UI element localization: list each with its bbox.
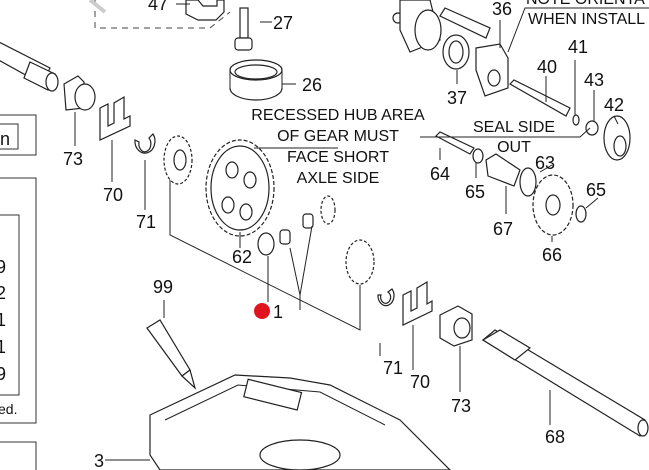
part-71-washer: [134, 133, 156, 154]
red-marker-dot: [254, 303, 270, 319]
part-41-ring: [572, 114, 580, 126]
callout-70: 70: [410, 372, 430, 392]
hub-note-line: OF GEAR MUST: [277, 128, 399, 145]
table-value: 2: [0, 283, 6, 303]
callout-73: 73: [63, 149, 83, 169]
callout-63: 63: [535, 153, 555, 173]
part-pin: [279, 229, 291, 245]
orientation-note-line: NOTE ORIENTA: [526, 0, 645, 8]
callout-27: 27: [273, 13, 293, 33]
part-68-axle: [481, 329, 649, 437]
hub-note-line: FACE SHORT: [287, 149, 389, 166]
part-70-clip: [99, 95, 131, 141]
seal-note-line: SEAL SIDE: [473, 119, 555, 136]
part-left-axle: [0, 41, 59, 92]
part-bevel-gear-right: [345, 239, 375, 285]
callout-47: 47: [148, 0, 168, 14]
hub-note-line: AXLE SIDE: [297, 170, 380, 187]
table-value: 9: [0, 257, 6, 277]
part-36-block: [475, 43, 509, 97]
seal-note: SEAL SIDE OUT: [473, 119, 555, 156]
part-73-bushing: [439, 305, 473, 347]
part-65-washer: [575, 205, 587, 223]
callout-36: 36: [492, 0, 512, 19]
part-26-ring: [229, 59, 283, 101]
hub-note-line: RECESSED HUB AREA: [251, 107, 425, 124]
callout-labels: 47 27 26 73 70 71 62 1 99 3 71 70 73 68 …: [63, 0, 624, 470]
callout-65: 65: [586, 180, 606, 200]
side-table: n 9 2 1 1 9 ed.: [0, 114, 37, 470]
part-3-housing: [149, 374, 451, 470]
callout-40: 40: [537, 57, 557, 77]
part-99-tube: [146, 319, 197, 390]
part-70-clip: [402, 280, 433, 326]
callout-65: 65: [465, 182, 485, 202]
part-upper-cylinder: [392, 0, 491, 53]
callout-43: 43: [584, 70, 604, 90]
table-footnote: ed.: [0, 401, 17, 417]
callout-42: 42: [604, 95, 624, 115]
callout-1: 1: [273, 302, 283, 322]
orientation-note-line: WHEN INSTALL: [528, 11, 645, 28]
part-66-gear: [532, 174, 574, 236]
callout-68: 68: [545, 427, 565, 447]
hub-note: RECESSED HUB AREA OF GEAR MUST FACE SHOR…: [251, 107, 425, 187]
part-40-shaft: [509, 79, 571, 117]
table-value: 9: [0, 364, 6, 384]
part-47-bracket: [185, 0, 225, 21]
callout-70: 70: [103, 185, 123, 205]
callout-41: 41: [568, 37, 588, 57]
part-37-seal: [442, 34, 470, 70]
part-65-washer: [472, 148, 484, 164]
callout-37: 37: [447, 88, 467, 108]
part-27-bolt: [234, 7, 253, 51]
part-bevel-pinion: [320, 195, 336, 225]
part-pin: [302, 213, 314, 229]
callout-3: 3: [94, 451, 104, 470]
seal-note-line: OUT: [497, 139, 531, 156]
table-value: 1: [0, 310, 6, 330]
orientation-note: NOTE ORIENTA WHEN INSTALL: [526, 0, 645, 28]
callout-71: 71: [383, 358, 403, 378]
callout-66: 66: [542, 245, 562, 265]
part-bevel-gear: [163, 135, 193, 185]
callout-67: 67: [493, 219, 513, 239]
part-64-pin: [435, 131, 475, 155]
part-71-washer: [377, 288, 395, 307]
faded-arrow: [88, 0, 107, 14]
table-value: 1: [0, 337, 6, 357]
table-header-fragment: n: [0, 129, 10, 149]
part-43-seal: [585, 120, 599, 136]
part-67-bearing: [485, 153, 521, 187]
callout-26: 26: [302, 75, 322, 95]
callout-99: 99: [153, 277, 173, 297]
part-62-pinion: [257, 232, 275, 256]
part-63-ring: [519, 167, 537, 197]
callout-62: 62: [232, 247, 252, 267]
part-big-spur-gear: [205, 139, 275, 237]
callout-73: 73: [451, 396, 471, 416]
callout-71: 71: [136, 212, 156, 232]
callout-64: 64: [430, 164, 450, 184]
part-73-bushing: [63, 75, 96, 111]
part-42-gear: [603, 115, 631, 161]
